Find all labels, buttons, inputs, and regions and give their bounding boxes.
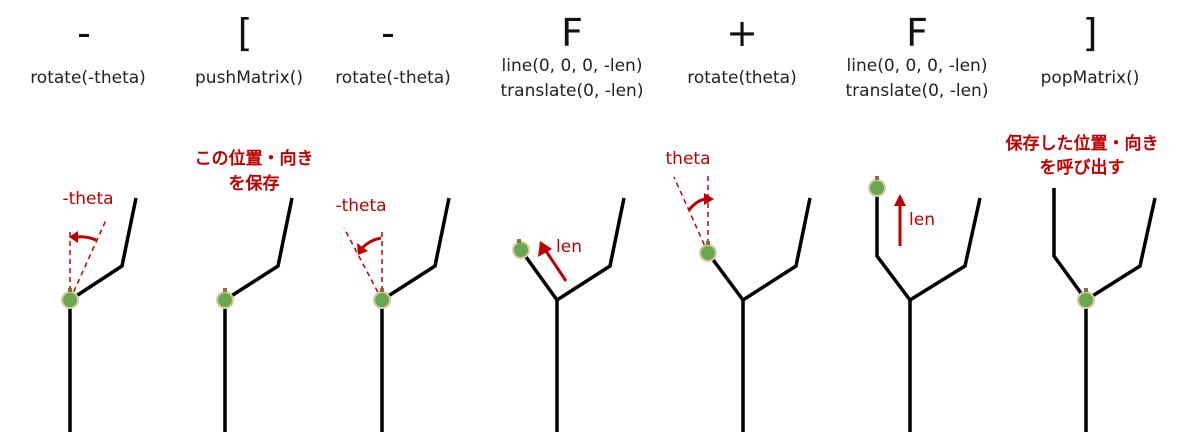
symbol-step-1: - [77,11,91,55]
panel-step-6: len [868,176,982,432]
len-arrowhead [538,241,552,257]
len-arrowhead [894,194,906,206]
symbol-step-3: - [381,11,395,55]
turtle-icon [699,241,717,262]
panel-step-4: len [512,197,626,432]
code-step-2: pushMatrix() [195,68,303,88]
code-step-4-line1: line(0, 0, 0, -len) [502,56,643,76]
new-branch [706,251,745,302]
reference-line [673,176,709,254]
save-note-line1: この位置・向き [195,148,314,169]
len-label: len [909,210,935,230]
turtle-icon [512,239,530,259]
new-branch [519,248,559,302]
restore-note-line2: を呼び出す [1040,157,1125,178]
rotation-arrowhead [69,231,78,243]
symbol-step-6: F [906,11,928,55]
neg-theta-label: -theta [62,189,113,209]
code-step-7: popMatrix() [1041,68,1140,88]
rotated-line [343,227,383,301]
branch [742,197,812,302]
panel-step-7: 保存した位置・向き を呼び出す [1005,133,1159,432]
left-branch [1052,188,1088,302]
rotation-arrow [360,236,382,250]
turtle-icon [61,288,79,309]
rotated-line [69,219,107,301]
panel-step-3: -theta [335,196,451,432]
symbol-step-4: F [561,11,583,55]
turtle-icon [868,176,886,197]
turtle-icon [1077,288,1095,309]
symbol-step-5: + [726,11,758,55]
symbol-step-2: [ [238,11,253,55]
panel-step-5: theta [666,149,812,432]
code-step-5: rotate(theta) [687,68,796,88]
code-step-4-line2: translate(0, -len) [501,81,644,101]
symbol-step-7: ] [1083,11,1098,55]
branch [381,197,451,302]
turtle-icon [216,288,234,309]
rotation-arrow [77,235,97,242]
restore-note-line1: 保存した位置・向き [1005,133,1159,154]
panel-step-2: この位置・向き を保存 [195,148,314,432]
len-arrow [544,250,568,282]
len-label: len [556,237,582,257]
branch [1085,197,1157,302]
turtle-icon [373,288,391,309]
rotation-arrow [687,197,707,211]
rotation-arrowhead [357,243,368,255]
rotation-arrowhead [704,193,714,205]
code-step-6-line2: translate(0, -len) [846,81,989,101]
save-note-line2: を保存 [229,173,280,194]
new-branch [875,188,912,302]
branch [224,197,294,302]
branch [556,197,626,302]
code-step-6-line1: line(0, 0, 0, -len) [847,56,988,76]
branch [909,197,982,302]
neg-theta-label: -theta [335,196,386,216]
theta-label: theta [666,149,711,169]
panel-step-1: -theta [61,189,138,432]
code-step-3: rotate(-theta) [335,68,451,88]
branch [69,197,138,302]
code-step-1: rotate(-theta) [30,68,146,88]
